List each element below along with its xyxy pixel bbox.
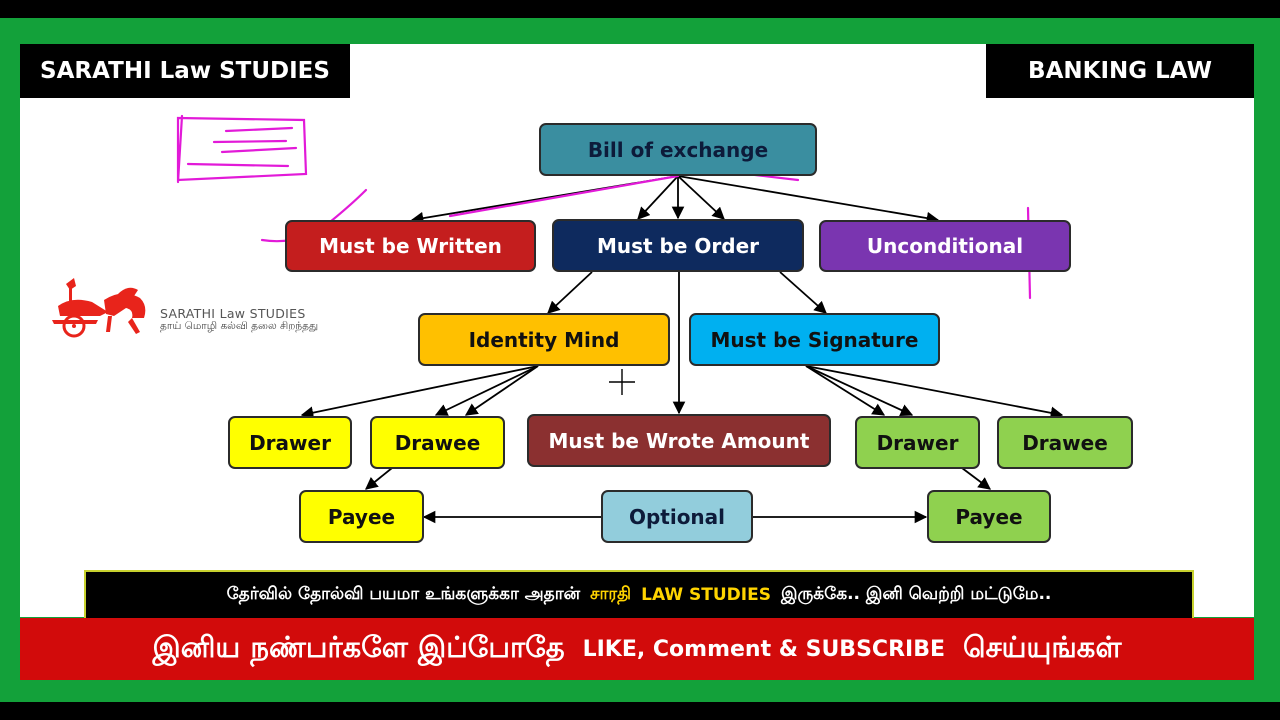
tagline-banner: தேர்வில் தோல்வி பயமா உங்களுக்கா அதான் சா… <box>84 570 1194 620</box>
connector-identity-drawer <box>300 365 539 419</box>
logo-tagline: தாய் மொழி கல்வி தலை சிறந்தது <box>160 320 319 332</box>
connector-order-identity <box>547 271 593 314</box>
node-payee-left: Payee <box>299 490 424 543</box>
connector-signature-drawee <box>805 365 1064 420</box>
node-payee-right: Payee <box>927 490 1051 543</box>
annotation-scribble-line-4 <box>186 162 290 168</box>
footer-part-3: செய்யுங்கள் <box>963 630 1122 664</box>
logo-name: SARATHI Law STUDIES <box>160 306 306 321</box>
connector-identity-drawee-b <box>464 365 539 416</box>
node-identity-mind: Identity Mind <box>418 313 670 366</box>
subscribe-footer: இனிய நண்பர்களே இப்போதே LIKE, Comment & S… <box>20 618 1254 680</box>
chariot-logo-icon <box>52 278 146 338</box>
annotation-scribble-line-3 <box>220 146 298 154</box>
node-drawer-right: Drawer <box>855 416 980 469</box>
tagline-part-3: LAW STUDIES <box>641 585 771 605</box>
annotation-scribble-line-2 <box>212 139 288 144</box>
connector-identity-drawee-a <box>434 365 539 416</box>
crosshair-cursor-icon <box>609 369 635 395</box>
node-must-be-written: Must be Written <box>285 220 536 272</box>
tagline-part-1: தேர்வில் தோல்வி பயமா உங்களுக்கா அதான் <box>226 584 581 604</box>
tagline-part-4: இருக்கே.. இனி வெற்றி மட்டுமே.. <box>780 584 1052 604</box>
node-drawer-left: Drawer <box>228 416 352 469</box>
brand-label: SARATHI Law STUDIES <box>20 44 350 98</box>
tagline-part-2: சாரதி <box>590 584 632 604</box>
connector-signature-drawer-a <box>805 365 914 416</box>
node-must-be-wrote-amount: Must be Wrote Amount <box>527 414 831 467</box>
connector-signature-drawer-b <box>805 365 886 416</box>
subject-label: BANKING LAW <box>986 44 1254 98</box>
annotation-slash-bill <box>448 174 680 218</box>
footer-part-2: LIKE, Comment & SUBSCRIBE <box>582 636 945 662</box>
node-bill-of-exchange: Bill of exchange <box>539 123 817 176</box>
connector-order-signature <box>779 271 827 314</box>
connector-bill-unconditional <box>677 175 940 225</box>
node-optional: Optional <box>601 490 753 543</box>
annotation-scribble-box <box>176 114 308 184</box>
connector-drawer-payee-right <box>961 467 992 490</box>
connector-drawee-payee-left <box>365 467 393 490</box>
connector-bill-order-right <box>677 175 725 220</box>
annotation-scribble-line-1 <box>224 126 294 133</box>
node-drawee-left: Drawee <box>370 416 505 469</box>
node-must-be-order: Must be Order <box>552 219 804 272</box>
footer-part-1: இனிய நண்பர்களே இப்போதே <box>152 630 565 664</box>
connector-bill-order-left <box>637 175 679 220</box>
node-unconditional: Unconditional <box>819 220 1071 272</box>
node-must-be-signature: Must be Signature <box>689 313 940 366</box>
node-drawee-right: Drawee <box>997 416 1133 469</box>
